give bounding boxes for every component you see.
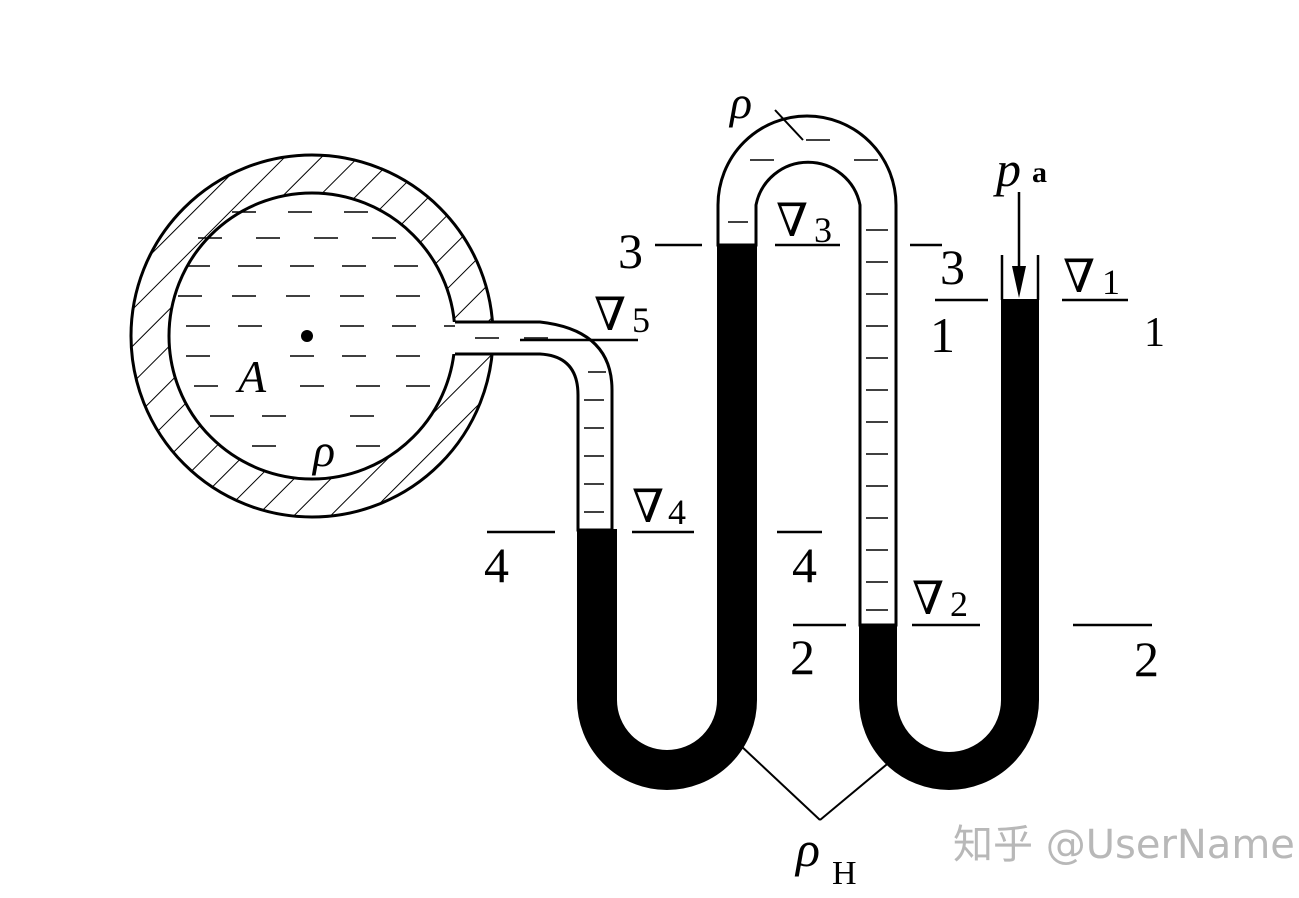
pa-arrow [1012, 192, 1026, 298]
level-3-left-number: 3 [618, 223, 643, 279]
nabla-2-label: ∇ 2 [912, 573, 968, 624]
u-tube-1 [577, 244, 757, 790]
rho-h-leader [739, 744, 893, 821]
level-4-left-number: 4 [484, 537, 509, 593]
mercury-column-2 [859, 299, 1039, 790]
level-lines [487, 243, 1152, 627]
level-2-left-number: 2 [790, 629, 815, 685]
nabla-3-label: ∇ 3 [776, 195, 832, 250]
text-labels: A ρ ρ p a ∇ 5 ∇ 3 ∇ 1 ∇ 4 ∇ 2 3 3 1 1 [235, 77, 1165, 892]
svg-text:5: 5 [632, 300, 650, 340]
svg-text:p: p [993, 141, 1021, 197]
pa-label: p a [993, 141, 1047, 197]
vessel-center-dot [301, 330, 313, 342]
nabla-1-label: ∇ 1 [1063, 251, 1120, 302]
rho-vessel-label: ρ [311, 425, 335, 476]
connector-tube [455, 320, 614, 532]
svg-text:a: a [1032, 156, 1047, 189]
nabla-4-label: ∇ 4 [632, 481, 686, 532]
svg-text:ρ: ρ [794, 821, 820, 877]
vessel-label: A [235, 351, 267, 402]
svg-text:∇: ∇ [632, 481, 664, 532]
svg-text:4: 4 [668, 492, 686, 532]
svg-text:H: H [832, 855, 857, 892]
svg-text:3: 3 [814, 210, 832, 250]
rho-top-label: ρ [728, 77, 752, 128]
rho-top-leader [774, 109, 804, 141]
mercury-column-1 [577, 244, 757, 790]
svg-text:1: 1 [1102, 262, 1120, 302]
svg-text:2: 2 [950, 584, 968, 624]
svg-text:∇: ∇ [776, 195, 808, 246]
level-1-left-number: 1 [930, 307, 955, 363]
vessel-liquid-dashes [178, 211, 520, 447]
level-2-right-number: 2 [1134, 631, 1159, 687]
svg-text:∇: ∇ [912, 573, 944, 624]
level-1-right-number: 1 [1144, 310, 1165, 356]
inverted-u-tube [716, 114, 898, 627]
rho-h-label: ρ H [794, 821, 857, 892]
u-tube-2 [859, 255, 1040, 790]
level-3-right-number: 3 [940, 239, 965, 295]
svg-text:∇: ∇ [1063, 251, 1095, 302]
nabla-5-label: ∇ 5 [594, 289, 650, 340]
watermark: 知乎 @UserName [953, 822, 1295, 868]
svg-text:∇: ∇ [594, 289, 626, 340]
level-4-right-number: 4 [792, 537, 817, 593]
